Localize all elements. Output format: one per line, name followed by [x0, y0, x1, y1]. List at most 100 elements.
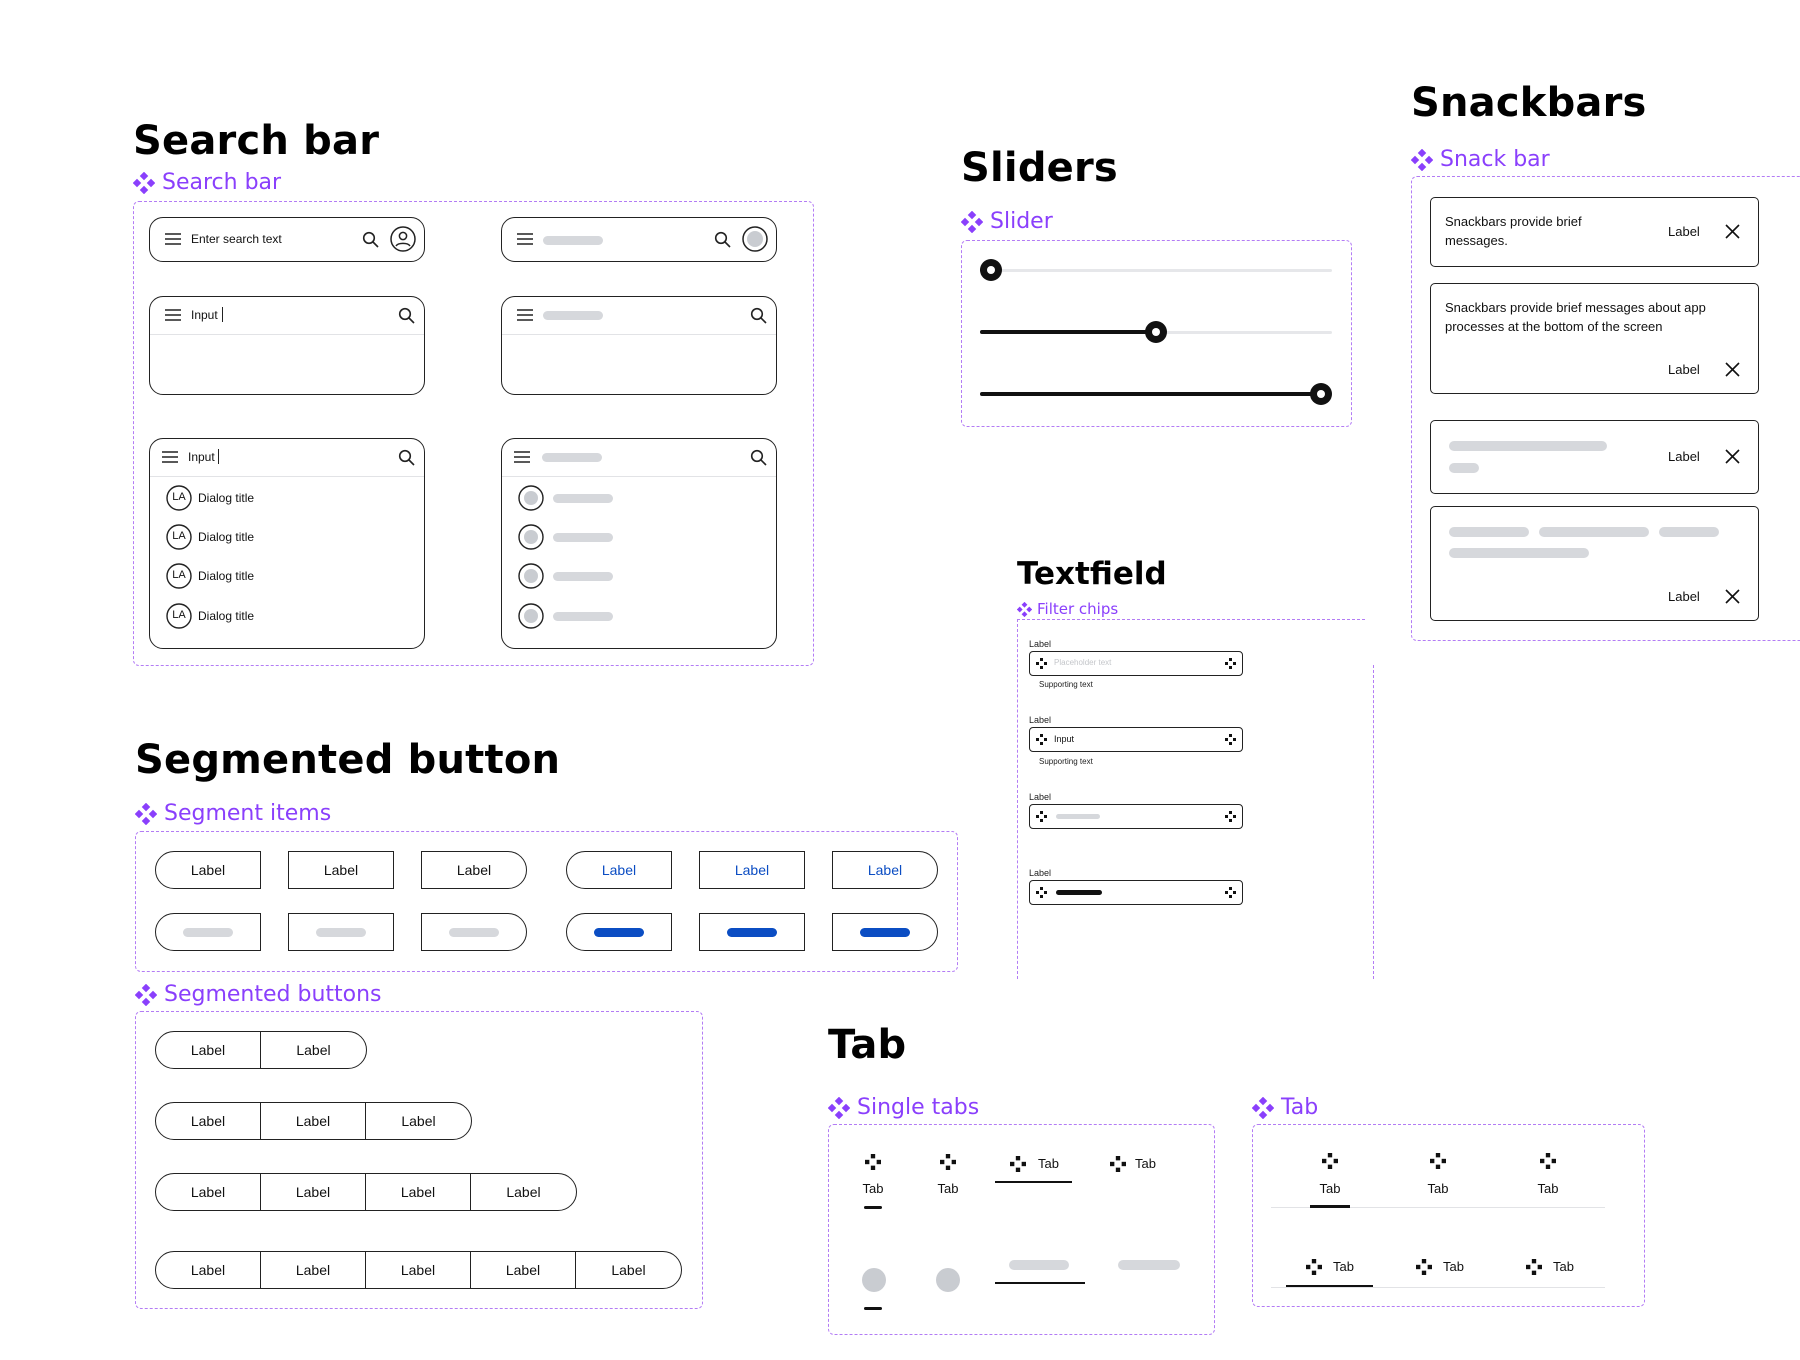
- skeleton-text: [1449, 441, 1607, 451]
- textfield-input[interactable]: Input: [1029, 727, 1243, 752]
- textfield-frame-top: [1017, 619, 1365, 620]
- segment[interactable]: Label: [471, 1252, 576, 1288]
- tab[interactable]: Tab: [1396, 1252, 1483, 1288]
- snackbar-message: Snackbars provide brief messages about a…: [1445, 300, 1706, 334]
- segment[interactable]: Label: [296, 1042, 331, 1058]
- snackbar-short: Snackbars provide brief messages. Label: [1430, 197, 1759, 267]
- search-input[interactable]: Input: [191, 308, 218, 322]
- skeleton-text: [1449, 548, 1589, 558]
- menu-icon[interactable]: [161, 450, 179, 464]
- segment-item-middle-selected[interactable]: Label: [699, 851, 805, 889]
- snackbar-action[interactable]: Label: [1668, 449, 1700, 464]
- slider-thumb[interactable]: [1145, 321, 1167, 343]
- slider-frame: [961, 240, 1352, 427]
- segmented-button-5[interactable]: Label Label Label Label Label: [155, 1251, 682, 1289]
- segment[interactable]: Label: [366, 1252, 471, 1288]
- segment-items-frame: [135, 831, 958, 972]
- segment-item-end[interactable]: Label: [421, 851, 527, 889]
- segment-item-end-selected-skeleton: [832, 913, 938, 951]
- segment-item-start-selected-skeleton: [566, 913, 672, 951]
- segment[interactable]: Label: [156, 1252, 261, 1288]
- search-view-input[interactable]: Input: [149, 296, 425, 395]
- textfield-placeholder[interactable]: Placeholder text: [1029, 651, 1243, 676]
- component-icon: [961, 210, 983, 233]
- snackbar-action[interactable]: Label: [1668, 362, 1700, 377]
- segment-item-end-selected[interactable]: Label: [832, 851, 938, 889]
- segment[interactable]: Label: [401, 1113, 436, 1129]
- tab-glyph-icon: [1010, 1156, 1026, 1172]
- skeleton-text: [543, 236, 603, 245]
- segment[interactable]: Label: [366, 1174, 471, 1210]
- close-icon[interactable]: [1724, 223, 1741, 240]
- textfield-filled-skeleton: [1029, 880, 1243, 905]
- segment[interactable]: Label: [261, 1252, 366, 1288]
- tab-bar-inline: Tab Tab Tab: [1271, 1252, 1605, 1288]
- search-icon[interactable]: [362, 231, 379, 248]
- tab[interactable]: Tab: [1506, 1252, 1593, 1288]
- segment[interactable]: Label: [261, 1103, 366, 1139]
- slider[interactable]: [980, 379, 1332, 409]
- snackbar-action[interactable]: Label: [1668, 589, 1700, 604]
- menu-icon[interactable]: [164, 308, 182, 322]
- tab[interactable]: Tab: [1528, 1146, 1568, 1208]
- segment-item-middle[interactable]: Label: [288, 851, 394, 889]
- tab-stacked-active[interactable]: Tab: [853, 1150, 893, 1210]
- search-input[interactable]: Input: [188, 450, 215, 464]
- tab-indicator: [1310, 1205, 1350, 1208]
- tab-skeleton-icon: [862, 1268, 886, 1292]
- slider[interactable]: [980, 255, 1332, 285]
- search-placeholder[interactable]: Enter search text: [191, 232, 282, 246]
- search-bar-filled[interactable]: Enter search text: [149, 217, 425, 262]
- avatar-icon[interactable]: [390, 226, 416, 252]
- slider[interactable]: [980, 317, 1332, 347]
- search-icon[interactable]: [398, 449, 415, 466]
- slider-thumb[interactable]: [1310, 383, 1332, 405]
- tab-glyph-icon: [1036, 887, 1047, 898]
- segment[interactable]: Label: [156, 1103, 261, 1139]
- tab-stacked[interactable]: Tab: [928, 1150, 968, 1210]
- segmented-button-2[interactable]: Label Label: [155, 1031, 367, 1069]
- filled-bar: [1056, 890, 1102, 895]
- component-label-snackbar: Snack bar: [1411, 147, 1550, 172]
- segment[interactable]: Label: [611, 1262, 646, 1278]
- divider: [502, 476, 776, 477]
- segment-item-start-selected[interactable]: Label: [566, 851, 672, 889]
- menu-icon[interactable]: [164, 232, 182, 246]
- tab[interactable]: Tab: [1418, 1146, 1458, 1208]
- tab-inline[interactable]: Tab: [1100, 1150, 1177, 1184]
- tab-inline-active[interactable]: Tab: [995, 1150, 1072, 1184]
- tab-active[interactable]: Tab: [1286, 1252, 1373, 1288]
- segment[interactable]: Label: [506, 1184, 541, 1200]
- section-title-tab: Tab: [828, 1022, 907, 1068]
- single-tabs-frame: [828, 1124, 1215, 1335]
- skeleton-text: [553, 612, 613, 621]
- close-icon[interactable]: [1724, 448, 1741, 465]
- avatar-skeleton: [518, 524, 544, 550]
- slider-thumb[interactable]: [980, 259, 1002, 281]
- close-icon[interactable]: [1724, 588, 1741, 605]
- segmented-button-4[interactable]: Label Label Label Label: [155, 1173, 577, 1211]
- avatar: [166, 485, 192, 511]
- tab-glyph-icon: [1526, 1259, 1542, 1275]
- skeleton-text: [553, 533, 613, 542]
- close-icon[interactable]: [1724, 361, 1741, 378]
- tab-indicator: [1286, 1285, 1373, 1287]
- segment-item-start-skeleton: [155, 913, 261, 951]
- segment[interactable]: Label: [156, 1174, 261, 1210]
- search-icon[interactable]: [398, 307, 415, 324]
- search-view-results[interactable]: Input LA Dialog title LA Dialog title LA…: [149, 438, 425, 649]
- tab-indicator: [864, 1206, 882, 1209]
- segment[interactable]: Label: [156, 1032, 261, 1068]
- segmented-button-3[interactable]: Label Label Label: [155, 1102, 472, 1140]
- segment-item-start[interactable]: Label: [155, 851, 261, 889]
- skeleton-text: [553, 572, 613, 581]
- component-label-segmented-buttons: Segmented buttons: [135, 982, 382, 1007]
- slider-track: [980, 269, 1332, 272]
- tab-active[interactable]: Tab: [1310, 1146, 1350, 1208]
- snackbar-action[interactable]: Label: [1668, 224, 1700, 239]
- textfield-frame-right: [1373, 665, 1374, 979]
- tab-skeleton-icon: [936, 1268, 960, 1292]
- segment[interactable]: Label: [261, 1174, 366, 1210]
- tab-bar-divider: [1271, 1207, 1605, 1208]
- tab-bar-divider: [1271, 1287, 1605, 1288]
